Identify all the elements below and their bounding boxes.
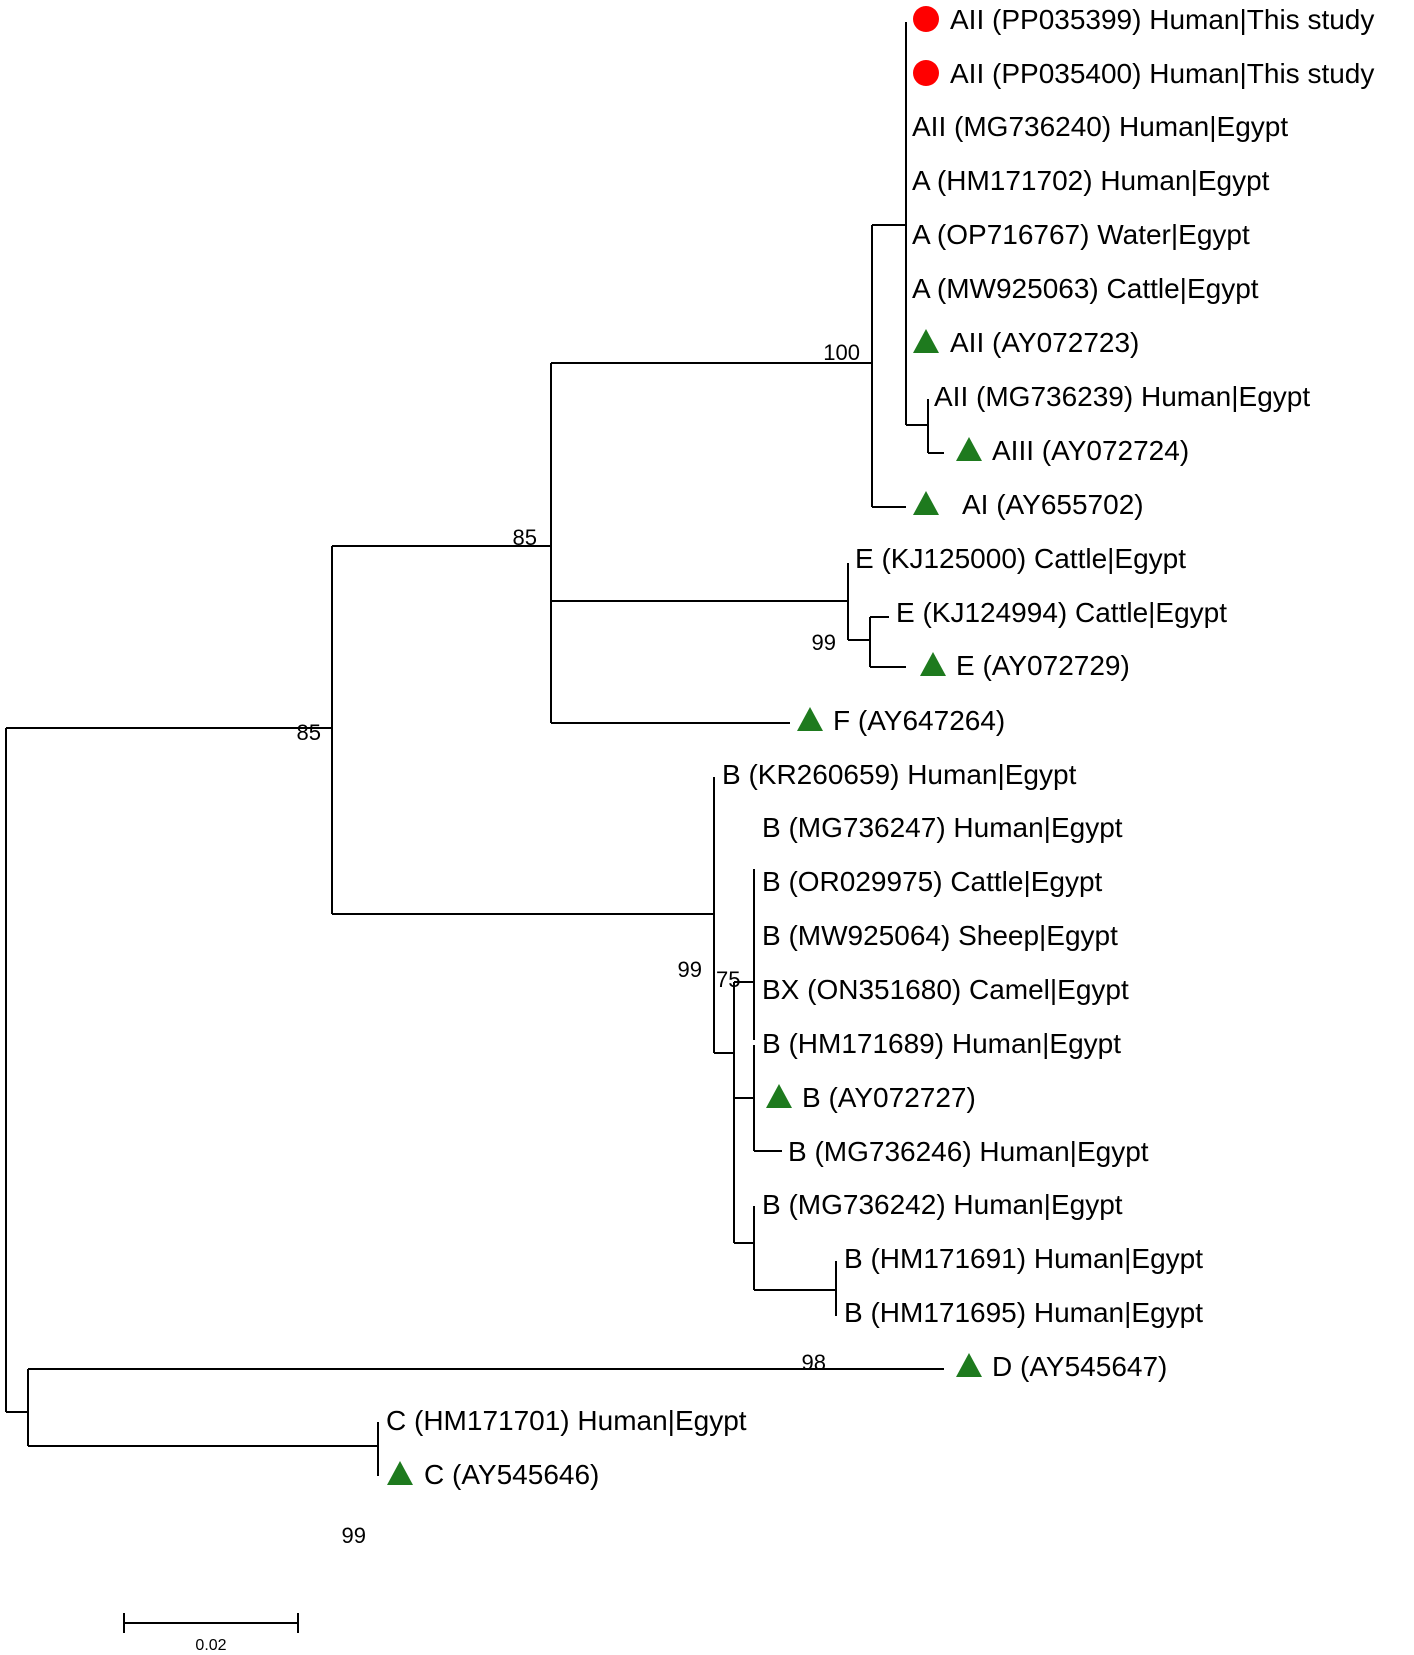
leaf-label: AII (MG736240) Human|Egypt <box>912 111 1288 142</box>
green-triangle-marker <box>956 437 982 461</box>
green-triangle-marker <box>766 1084 792 1108</box>
leaf-label: B (AY072727) <box>802 1082 976 1113</box>
red-circle-marker <box>913 60 939 86</box>
bootstrap-value: 99 <box>342 1523 366 1548</box>
leaf-label: E (KJ125000) Cattle|Egypt <box>855 543 1186 574</box>
bootstrap-value: 98 <box>802 1350 826 1375</box>
leaf-label: A (HM171702) Human|Egypt <box>912 165 1270 196</box>
leaf-label: E (KJ124994) Cattle|Egypt <box>896 597 1227 628</box>
red-circle-marker <box>913 6 939 32</box>
leaf-label: AI (AY655702) <box>962 489 1144 520</box>
green-triangle-marker <box>913 491 939 515</box>
leaf-label: F (AY647264) <box>833 705 1005 736</box>
leaf-label: C (HM171701) Human|Egypt <box>386 1405 747 1436</box>
leaf-label: AII (PP035400) Human|This study <box>950 58 1374 89</box>
leaf-label: D (AY545647) <box>992 1351 1167 1382</box>
bootstrap-value: 99 <box>812 630 836 655</box>
leaf-label: B (OR029975) Cattle|Egypt <box>762 866 1103 897</box>
leaf-markers <box>387 6 982 1485</box>
bootstrap-value: 85 <box>513 525 537 550</box>
tree-branches <box>5 22 944 1476</box>
bootstrap-value: 99 <box>678 957 702 982</box>
leaf-label: AIII (AY072724) <box>992 435 1189 466</box>
green-triangle-marker <box>913 329 939 353</box>
leaf-label: B (MG736242) Human|Egypt <box>762 1189 1123 1220</box>
leaf-label: C (AY545646) <box>424 1459 599 1490</box>
leaf-label: B (MG736247) Human|Egypt <box>762 812 1123 843</box>
scale-bar-label: 0.02 <box>195 1637 226 1654</box>
bootstrap-value: 75 <box>716 967 740 992</box>
green-triangle-marker <box>387 1461 413 1485</box>
leaf-label: B (HM171689) Human|Egypt <box>762 1028 1121 1059</box>
bootstrap-value: 85 <box>297 720 321 745</box>
leaf-label: BX (ON351680) Camel|Egypt <box>762 974 1129 1005</box>
leaf-label: B (HM171695) Human|Egypt <box>844 1297 1203 1328</box>
leaf-label: AII (PP035399) Human|This study <box>950 4 1374 35</box>
leaf-label: B (MW925064) Sheep|Egypt <box>762 920 1118 951</box>
green-triangle-marker <box>797 707 823 731</box>
leaf-label: E (AY072729) <box>956 650 1130 681</box>
leaf-label: AII (MG736239) Human|Egypt <box>934 381 1310 412</box>
leaf-label: B (MG736246) Human|Egypt <box>788 1136 1149 1167</box>
leaf-label: B (KR260659) Human|Egypt <box>722 759 1077 790</box>
bootstrap-value: 100 <box>823 340 860 365</box>
leaf-label: A (OP716767) Water|Egypt <box>912 219 1250 250</box>
green-triangle-marker <box>956 1353 982 1377</box>
bootstrap-values: 100 85 85 99 99 75 98 99 <box>297 340 860 1548</box>
leaf-label: AII (AY072723) <box>950 327 1139 358</box>
scale-bar: 0.02 <box>123 1613 299 1654</box>
leaf-label: B (HM171691) Human|Egypt <box>844 1243 1203 1274</box>
leaf-label: A (MW925063) Cattle|Egypt <box>912 273 1259 304</box>
green-triangle-marker <box>920 652 946 676</box>
